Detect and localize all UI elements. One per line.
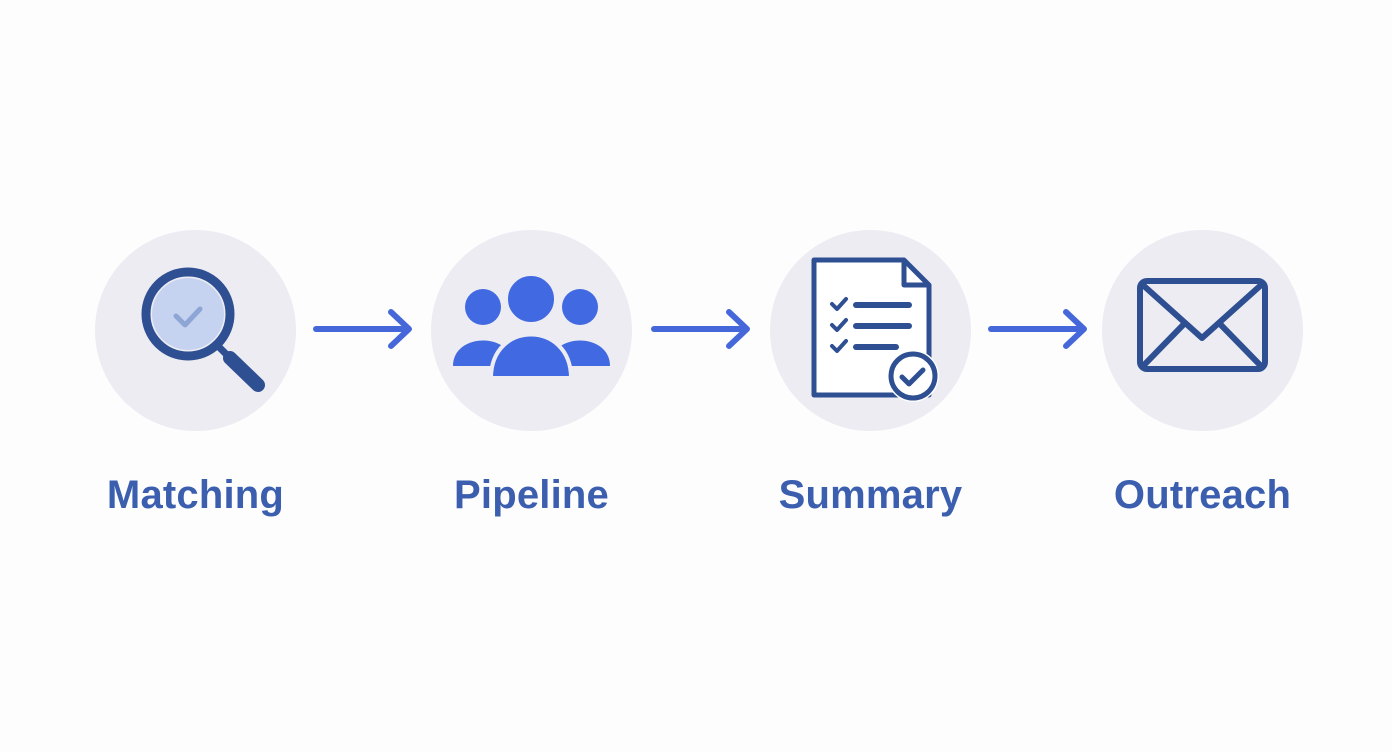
step-label-pipeline: Pipeline — [454, 473, 609, 517]
checklist-document-icon — [811, 257, 939, 402]
people-group-icon — [453, 272, 610, 380]
envelope-icon — [1137, 278, 1268, 372]
step-circle — [431, 230, 632, 431]
step-circle — [770, 230, 971, 431]
step-circle — [1102, 230, 1303, 431]
step-matching: Matching — [95, 230, 296, 517]
arrow-right-icon — [313, 309, 412, 349]
arrow-right-icon — [651, 309, 750, 349]
step-label-outreach: Outreach — [1113, 473, 1292, 517]
step-circle — [95, 230, 296, 431]
arrow-right-icon — [988, 309, 1087, 349]
step-label-matching: Matching — [106, 473, 285, 517]
step-outreach: Outreach — [1102, 230, 1303, 517]
magnifier-check-icon — [141, 267, 265, 392]
step-pipeline: Pipeline — [431, 230, 632, 517]
step-summary: Summary — [770, 230, 971, 517]
step-label-summary: Summary — [778, 473, 963, 517]
